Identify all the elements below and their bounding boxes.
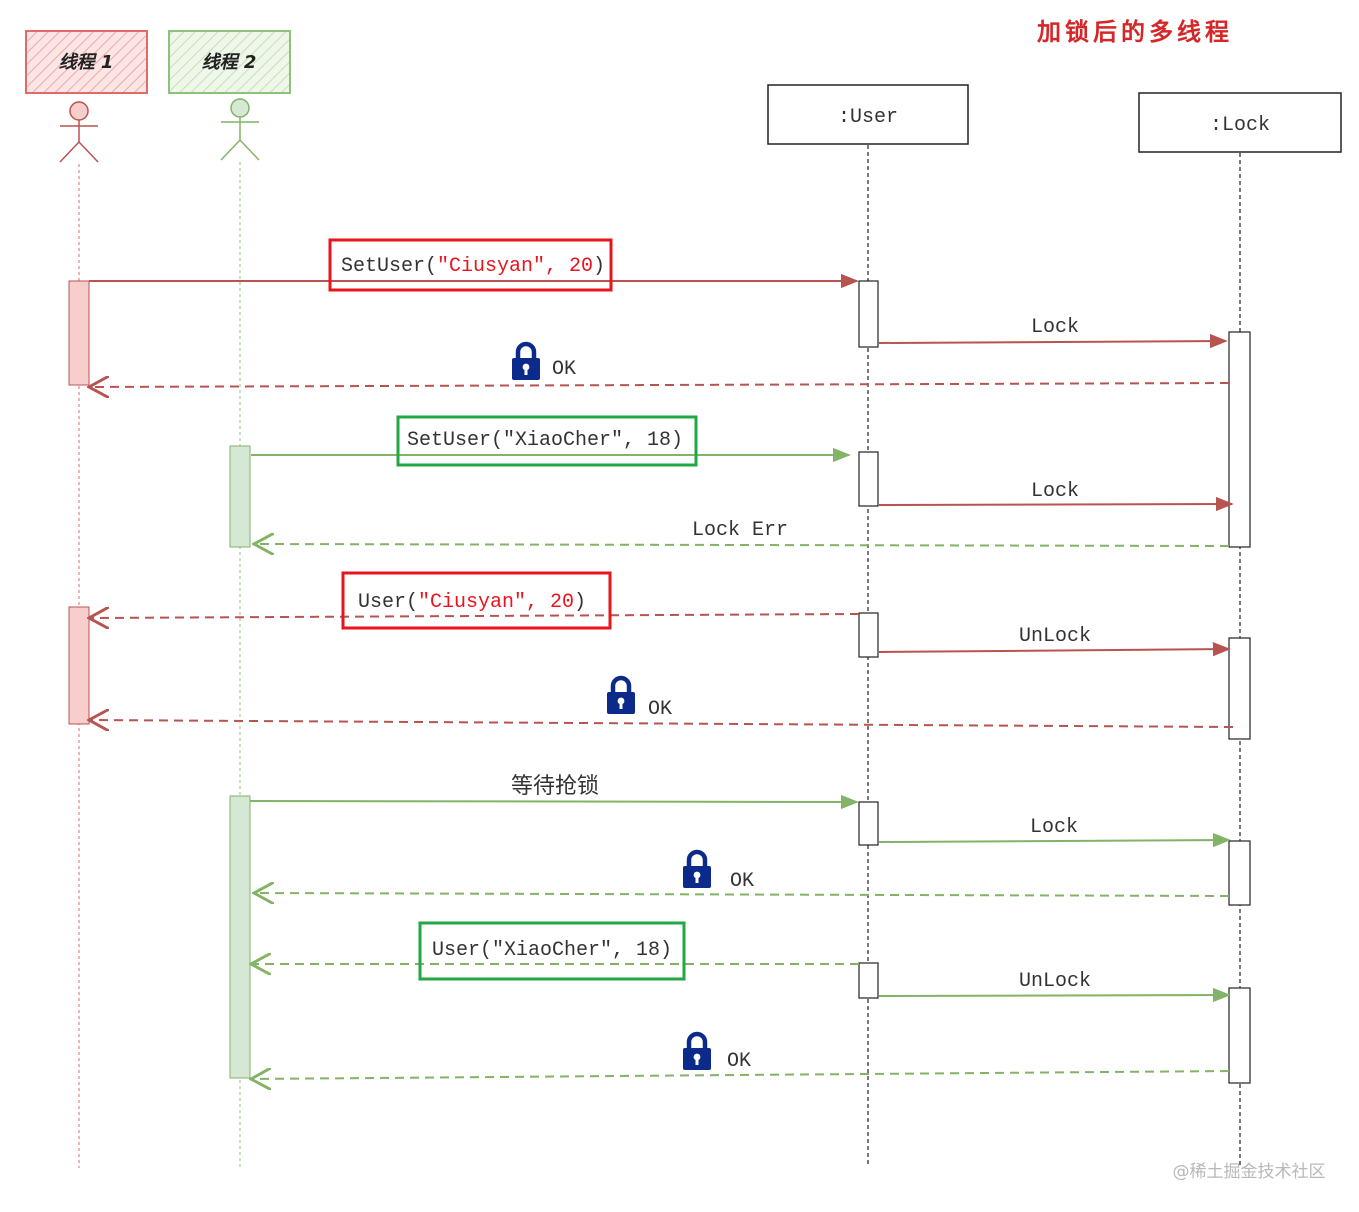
message-label-m15: OK: [727, 1050, 751, 1073]
watermark: @稀土掘金技术社区: [1173, 1162, 1326, 1182]
activation-bar-user: [858, 451, 879, 507]
lock-icons: [512, 341, 711, 1070]
call-text: ): [574, 591, 586, 614]
object-box: [1138, 92, 1342, 153]
message-label-m10: 等待抢锁: [511, 774, 599, 799]
message-arrow-m8: [878, 641, 1231, 657]
message-label-m7: User("Ciusyan", 20): [358, 591, 586, 614]
message-arrow-m5: [878, 496, 1234, 512]
argument-text: "Ciusyan", 20: [437, 255, 593, 278]
call-text: User("XiaoCher", 18): [432, 939, 672, 962]
lock-icon: [512, 341, 540, 380]
messages: [89, 273, 1234, 1079]
message-arrow-m6: [254, 544, 1230, 546]
message-label-m6: Lock Err: [692, 519, 788, 542]
object-label: :User: [838, 106, 898, 129]
highlight-box: [341, 571, 612, 630]
message-arrow-m12: [254, 893, 1230, 896]
message-label-m3: OK: [552, 358, 576, 381]
message-label-m12: OK: [730, 870, 754, 893]
highlight-box: [328, 238, 613, 292]
activation-bar-lock: [1228, 840, 1251, 906]
object-label: :Lock: [1210, 114, 1270, 137]
call-text: ): [593, 255, 605, 278]
message-arrow-m14: [878, 987, 1231, 1003]
message-label-m9: OK: [648, 698, 672, 721]
actor-box: [25, 30, 148, 94]
message-label-m13: User("XiaoCher", 18): [432, 939, 672, 962]
message-arrow-m11: [878, 832, 1231, 848]
activation-bar-lock: [1228, 987, 1251, 1084]
lock-icon: [683, 1031, 711, 1070]
diagram-title: 加锁后的多线程: [1037, 18, 1233, 46]
message-label-m8: UnLock: [1019, 625, 1091, 648]
object-box: [767, 84, 969, 145]
message-label-m5: Lock: [1031, 480, 1079, 503]
message-label-m14: UnLock: [1019, 970, 1091, 993]
lock-icon: [607, 675, 635, 714]
call-text: SetUser(: [341, 255, 437, 278]
message-label-m1: SetUser("Ciusyan", 20): [341, 255, 605, 278]
activation-bar-user: [858, 962, 879, 999]
actor-box: [168, 30, 291, 94]
actor-thread2: 线程 2: [168, 30, 291, 94]
stick-figure-thread2: [220, 98, 260, 161]
highlight-box: [418, 921, 686, 981]
message-arrow-m2: [878, 333, 1228, 349]
activation-bar-thread1: [68, 280, 90, 386]
message-arrow-m9: [89, 720, 1234, 727]
activation-bar-lock: [1228, 331, 1251, 548]
message-label-m11: Lock: [1030, 816, 1078, 839]
message-arrow-m15: [251, 1071, 1230, 1079]
activation-bar-thread2: [229, 445, 251, 548]
object-lock: :Lock: [1138, 92, 1342, 153]
object-user: :User: [767, 84, 969, 145]
message-labels: SetUser("Ciusyan", 20)LockOKSetUser("Xia…: [341, 255, 1091, 1073]
activation-bar-user: [858, 280, 879, 348]
activation-bar-thread2: [229, 795, 251, 1079]
actor-thread1: 线程 1: [25, 30, 148, 94]
activation-bar-user: [858, 612, 879, 658]
message-arrow-m10: [249, 794, 859, 810]
message-label-m4: SetUser("XiaoCher", 18): [407, 429, 683, 452]
highlight-box: [396, 415, 698, 467]
call-text: User(: [358, 591, 418, 614]
lock-icon: [683, 849, 711, 888]
message-arrow-m7: [89, 614, 860, 618]
message-label-m2: Lock: [1031, 316, 1079, 339]
activation-bar-thread1: [68, 606, 90, 725]
argument-text: "Ciusyan", 20: [418, 591, 574, 614]
actor-label: 线程 1: [59, 52, 114, 73]
stick-figure-thread1: [59, 101, 99, 163]
activation-bar-user: [858, 801, 879, 846]
actor-label: 线程 2: [202, 52, 257, 73]
highlight-boxes: [328, 238, 698, 981]
message-arrow-m3: [89, 383, 1230, 387]
activation-bar-lock: [1228, 637, 1251, 740]
call-text: SetUser("XiaoCher", 18): [407, 429, 683, 452]
